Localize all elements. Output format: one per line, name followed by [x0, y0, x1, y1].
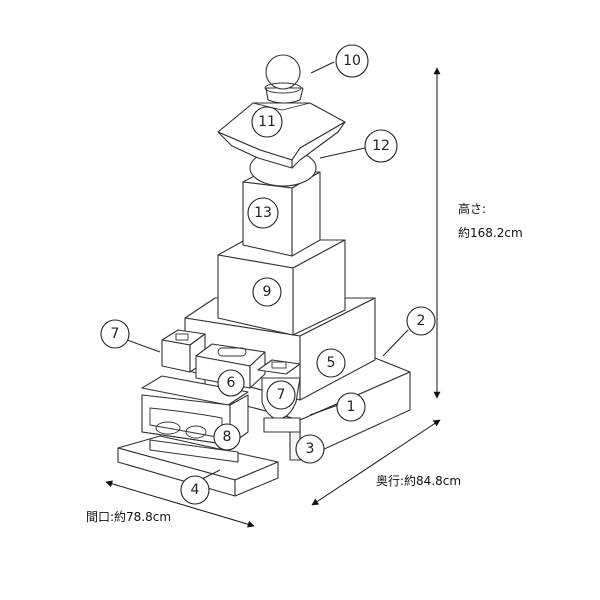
callout-11: 11: [251, 106, 283, 138]
callout-10: 10: [335, 44, 369, 78]
svg-text:2: 2: [417, 313, 426, 329]
svg-text:6: 6: [227, 375, 236, 391]
svg-text:1: 1: [347, 399, 356, 415]
callout-7-left: 7: [100, 319, 130, 349]
callout-6: 6: [217, 369, 245, 397]
svg-text:12: 12: [372, 138, 390, 154]
stone-finial-10: [264, 54, 304, 104]
svg-text:8: 8: [223, 429, 232, 445]
svg-text:7: 7: [277, 387, 286, 403]
callout-5: 5: [316, 348, 346, 378]
width-label-title: 間口:: [86, 510, 115, 524]
height-label-value: 約168.2cm: [458, 226, 523, 240]
svg-text:10: 10: [343, 53, 361, 69]
depth-label: 奥行:約84.8cm: [376, 474, 461, 488]
callout-7-right: 7: [266, 380, 296, 410]
callout-2: 2: [406, 306, 436, 336]
depth-label-title: 奥行:: [376, 474, 405, 488]
callout-4: 4: [180, 475, 210, 505]
offering-stand: [141, 375, 249, 463]
depth-label-value: 約84.8cm: [404, 474, 462, 488]
width-label: 間口:約78.8cm: [86, 510, 171, 524]
svg-text:4: 4: [191, 482, 200, 498]
height-label-title: 高さ:: [458, 202, 487, 216]
stone-roof-11: [217, 102, 346, 169]
svg-text:9: 9: [263, 284, 272, 300]
svg-text:5: 5: [327, 355, 336, 371]
width-dimension-arrow: [105, 480, 255, 528]
height-label: 高さ: 約168.2cm: [458, 202, 523, 240]
svg-text:3: 3: [306, 441, 315, 457]
callout-8: 8: [213, 423, 241, 451]
width-label-value: 約78.8cm: [114, 510, 172, 524]
callout-12: 12: [364, 129, 398, 163]
svg-text:13: 13: [254, 205, 272, 221]
callout-1: 1: [336, 392, 366, 422]
callout-9: 9: [252, 277, 282, 307]
depth-dimension-arrow: [311, 419, 441, 506]
svg-text:11: 11: [258, 114, 276, 130]
callout-13: 13: [247, 197, 279, 229]
svg-text:7: 7: [111, 326, 120, 342]
callout-3: 3: [295, 434, 325, 464]
